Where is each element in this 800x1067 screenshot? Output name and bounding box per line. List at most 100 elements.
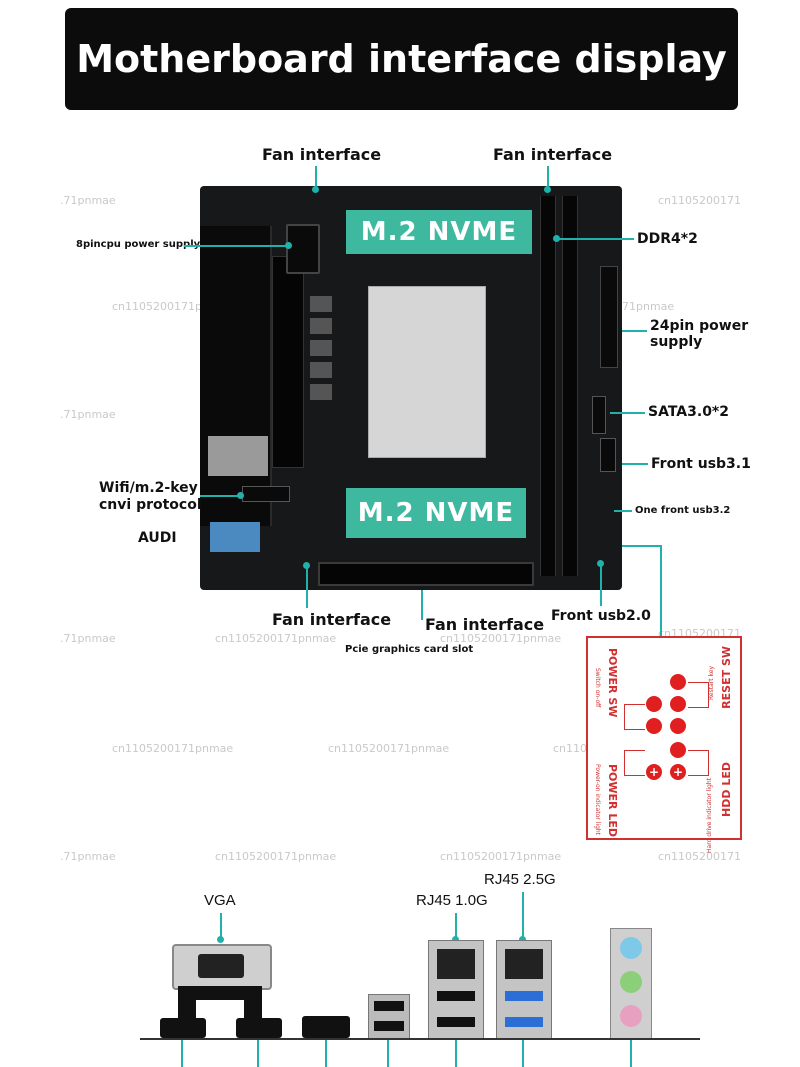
- front-panel-pin: [670, 674, 686, 690]
- leader-dot: [312, 186, 319, 193]
- leader-dot: [303, 562, 310, 569]
- leader-line: [455, 913, 457, 941]
- front-panel-reset-sw: RESET SW: [720, 646, 733, 709]
- leader-line: [630, 1040, 632, 1067]
- leader-dot: [519, 936, 526, 943]
- front-panel-pin: [646, 696, 662, 712]
- mic-jack: [620, 1005, 642, 1027]
- label-ddr4: DDR4*2: [637, 231, 698, 247]
- label-24pin-line1: 24pin power: [650, 318, 749, 334]
- motherboard-image: M.2 NVME M.2 NVME: [200, 186, 622, 590]
- label-rj45-25g: RJ45 2.5G: [484, 871, 556, 888]
- leader-dot: [597, 560, 604, 567]
- label-cpu-power: 8pincpu power supply: [76, 239, 201, 250]
- rj45-1g-port: [428, 940, 484, 1040]
- leader-line: [421, 590, 423, 620]
- watermark: cn1105200171pnmae: [328, 742, 450, 755]
- vga-connector: [198, 954, 244, 978]
- leader-line: [556, 238, 634, 240]
- leader-dot: [452, 936, 459, 943]
- io-baseline: [140, 1038, 700, 1040]
- leader-line: [622, 545, 662, 547]
- front-panel-hdd-led-sub: Hard drive indicator light: [706, 778, 713, 853]
- front-panel-pin: [646, 718, 662, 734]
- leader-line: [184, 245, 288, 247]
- usb-port: [374, 1021, 404, 1031]
- page-title: Motherboard interface display: [76, 37, 727, 81]
- watermark: cn1105200171pnmae: [215, 632, 337, 645]
- vrm-heatsink: [272, 256, 304, 468]
- watermark: cn1105200171: [658, 850, 742, 863]
- bracket-hdd-led: [688, 750, 709, 776]
- leader-line: [614, 510, 632, 512]
- watermark: cn1105200171pnmae: [440, 632, 562, 645]
- dimm-slot-1: [540, 196, 556, 576]
- leader-line: [622, 463, 648, 465]
- leader-line: [220, 913, 222, 941]
- m2-nvme-slot-bottom: M.2 NVME: [346, 488, 526, 538]
- leader-dot: [237, 492, 244, 499]
- leader-line: [522, 1040, 524, 1067]
- audio-jack: [210, 522, 260, 552]
- usb-port: [437, 991, 475, 1001]
- leader-dot: [553, 235, 560, 242]
- front-panel-reset-sw-sub: Restart key: [708, 666, 715, 700]
- label-vga: VGA: [204, 892, 236, 909]
- label-pcie: Pcie graphics card slot: [345, 644, 474, 655]
- usb3-port: [505, 1017, 543, 1027]
- audio-port-stack: [610, 928, 652, 1040]
- sata-port: [592, 396, 606, 434]
- watermark: cn1105200171pnmae: [215, 850, 337, 863]
- leader-line: [325, 1040, 327, 1067]
- pcie-slot: [318, 562, 534, 586]
- label-fan-top-right: Fan interface: [493, 145, 613, 164]
- leader-dot: [285, 242, 292, 249]
- leader-line: [315, 166, 317, 190]
- label-24pin-line2: supply: [650, 334, 703, 350]
- front-panel-pin: [670, 696, 686, 712]
- watermark: .71pnmae: [60, 408, 116, 421]
- leader-line: [600, 562, 602, 606]
- cpu-power-connector: [286, 224, 320, 274]
- front-panel-power-led-sub: Power-on indicator light: [594, 764, 601, 836]
- label-fan-top-left: Fan interface: [262, 145, 382, 164]
- vga-port: [172, 944, 272, 990]
- label-rj45-1g: RJ45 1.0G: [416, 892, 488, 909]
- leader-line: [610, 412, 645, 414]
- label-fan-bottom-left: Fan interface: [272, 610, 392, 629]
- leader-line: [257, 1040, 259, 1067]
- header-banner: Motherboard interface display: [65, 8, 738, 110]
- leader-line: [622, 330, 647, 332]
- label-wifi-line2: cnvi protocol: [99, 497, 202, 513]
- hdmi-port: [160, 1018, 206, 1038]
- bracket-power-led: [624, 750, 645, 776]
- leader-line: [306, 566, 308, 608]
- dimm-slot-2: [562, 196, 578, 576]
- cpu-socket: [368, 286, 486, 458]
- leader-line: [660, 545, 662, 637]
- label-front-usb20: Front usb2.0: [551, 608, 651, 624]
- rj45-25g-port: [496, 940, 552, 1040]
- watermark: cn1105200171pnmae: [112, 742, 234, 755]
- watermark: cn1105200171: [658, 194, 742, 207]
- label-wifi-line1: Wifi/m.2-key: [99, 480, 198, 496]
- label-sata: SATA3.0*2: [648, 404, 729, 420]
- hdmi-port: [236, 1018, 282, 1038]
- front-panel-power-led: POWER LED: [606, 764, 619, 838]
- usb31-header: [600, 438, 616, 472]
- leader-line: [547, 166, 549, 190]
- front-panel-pin-plus: +: [670, 764, 686, 780]
- front-panel-pin: [670, 718, 686, 734]
- leader-line: [455, 1040, 457, 1067]
- line-in-jack: [620, 937, 642, 959]
- atx-24pin-connector: [600, 266, 618, 368]
- label-front-usb31: Front usb3.1: [651, 456, 751, 472]
- label-fan-bottom-mid: Fan interface: [425, 615, 545, 634]
- io-shroud: [200, 226, 272, 526]
- rj45-jack: [437, 949, 475, 979]
- usb-port: [374, 1001, 404, 1011]
- front-panel-diagram: POWER SW Switch on-off RESET SW Restart …: [586, 636, 742, 853]
- usb3-port: [505, 991, 543, 1001]
- usb-port-stack: [368, 994, 410, 1040]
- leader-line: [200, 495, 240, 497]
